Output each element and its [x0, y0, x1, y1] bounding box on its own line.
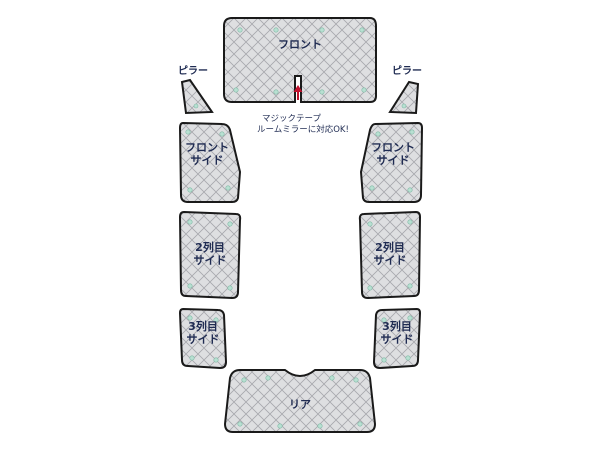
front-label: フロント	[278, 38, 322, 51]
row2-side-left-panel	[178, 210, 242, 300]
row3-side-left-panel	[178, 307, 228, 370]
mirror-note: ルームミラーに対応OK!	[257, 125, 349, 135]
pillar-left-panel	[180, 78, 214, 115]
front-side-left-label: フロント サイド	[185, 141, 229, 167]
pillar-left-label: ピラー	[178, 66, 208, 77]
row2-side-left-label: 2列目 サイド	[193, 241, 227, 267]
row2-side-right-label: 2列目 サイド	[373, 241, 407, 267]
rear-panel	[223, 369, 377, 433]
pillar-right-panel	[388, 80, 420, 115]
front-panel	[223, 17, 377, 103]
row3-side-right-panel	[372, 307, 422, 370]
rear-label: リア	[289, 398, 311, 411]
front-side-right-panel	[359, 121, 424, 203]
velcro-note: マジックテープ	[262, 114, 321, 124]
pillar-right-label: ピラー	[392, 66, 422, 77]
row3-side-right-label: 3列目 サイド	[380, 320, 414, 346]
row2-side-right-panel	[358, 210, 422, 300]
row3-side-left-label: 3列目 サイド	[186, 320, 220, 346]
suction-cups	[185, 27, 415, 429]
front-side-left-panel	[178, 121, 242, 203]
front-side-right-label: フロント サイド	[371, 141, 415, 167]
velcro-arrow-icon	[293, 85, 303, 100]
